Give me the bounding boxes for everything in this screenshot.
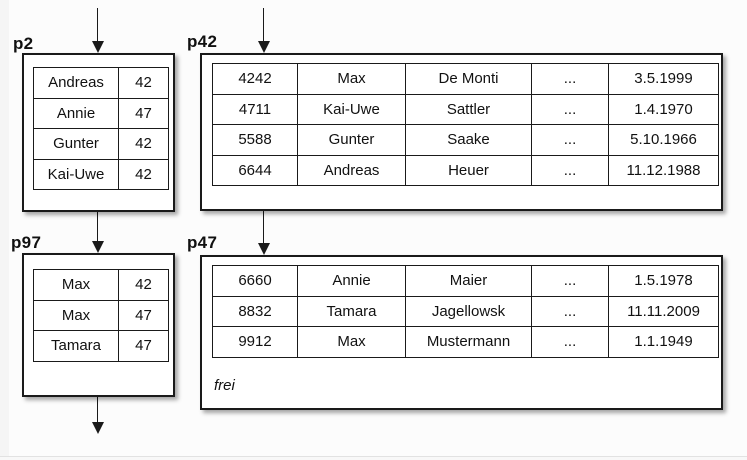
table-row: Tamara 47 — [33, 330, 169, 362]
page-box-p42: 4242 Max De Monti ... 3.5.1999 4711 Kai-… — [200, 53, 723, 211]
table-row: Max 42 — [33, 269, 169, 301]
free-space-label: frei — [214, 377, 235, 394]
table-cell: Tamara — [33, 330, 119, 362]
table-cell: Jagellowsk — [405, 295, 532, 327]
table-cell: Saake — [405, 124, 532, 156]
table-cell: Tamara — [297, 295, 406, 327]
table-row: 6644 Andreas Heuer ... 11.12.1988 — [212, 154, 719, 186]
table-cell: 1.4.1970 — [608, 93, 719, 125]
table-row: 9912 Max Mustermann ... 1.1.1949 — [212, 326, 719, 358]
entry-arrow-into-p2-icon — [91, 8, 104, 53]
data-table-p47: 6660 Annie Maier ... 1.5.1978 8832 Tamar… — [212, 265, 719, 358]
arrow-head-icon — [257, 41, 270, 53]
arrow-line — [96, 8, 99, 42]
table-cell: 5.10.1966 — [608, 124, 719, 156]
table-cell: 6644 — [212, 154, 298, 186]
table-row: 6660 Annie Maier ... 1.5.1978 — [212, 265, 719, 297]
table-row: Max 47 — [33, 299, 169, 331]
table-cell: Sattler — [405, 93, 532, 125]
page-box-p47: 6660 Annie Maier ... 1.5.1978 8832 Tamar… — [200, 255, 723, 410]
table-cell: ... — [531, 295, 609, 327]
table-cell: 42 — [118, 128, 169, 160]
table-cell: ... — [531, 154, 609, 186]
page-label-p97: p97 — [11, 233, 42, 252]
table-cell: 11.11.2009 — [608, 295, 719, 327]
table-cell: 47 — [118, 97, 169, 129]
table-cell: 4711 — [212, 93, 298, 125]
table-row: Gunter 42 — [33, 128, 169, 160]
table-cell: ... — [531, 93, 609, 125]
page-left-margin — [0, 0, 9, 460]
page-box-p97: Max 42 Max 47 Tamara 47 — [22, 253, 175, 397]
data-table-p42: 4242 Max De Monti ... 3.5.1999 4711 Kai-… — [212, 63, 719, 186]
arrow-line — [96, 397, 99, 423]
table-cell: Mustermann — [405, 326, 532, 358]
arrow-head-icon — [91, 422, 104, 434]
arrow-p42-to-p47-icon — [257, 210, 270, 255]
table-cell: Max — [33, 269, 119, 301]
table-cell: ... — [531, 124, 609, 156]
table-cell: Max — [297, 63, 406, 95]
arrow-p2-to-p97-icon — [91, 211, 104, 253]
arrow-head-icon — [91, 41, 104, 53]
table-cell: Kai-Uwe — [297, 93, 406, 125]
index-table-p2: Andreas 42 Annie 47 Gunter 42 Kai-Uwe 42 — [33, 67, 169, 190]
table-row: 8832 Tamara Jagellowsk ... 11.11.2009 — [212, 295, 719, 327]
table-cell: 1.1.1949 — [608, 326, 719, 358]
table-cell: 9912 — [212, 326, 298, 358]
table-cell: Andreas — [33, 67, 119, 99]
table-cell: 4242 — [212, 63, 298, 95]
page-label-p2: p2 — [13, 34, 34, 53]
table-row: 5588 Gunter Saake ... 5.10.1966 — [212, 124, 719, 156]
table-cell: ... — [531, 326, 609, 358]
table-cell: 6660 — [212, 265, 298, 297]
table-cell: Annie — [33, 97, 119, 129]
arrow-head-icon — [257, 243, 270, 255]
arrow-line — [262, 8, 265, 42]
table-cell: 11.12.1988 — [608, 154, 719, 186]
table-cell: Maier — [405, 265, 532, 297]
table-cell: ... — [531, 63, 609, 95]
index-table-p97: Max 42 Max 47 Tamara 47 — [33, 269, 169, 362]
table-cell: Max — [297, 326, 406, 358]
arrow-head-icon — [91, 241, 104, 253]
table-cell: Annie — [297, 265, 406, 297]
table-cell: 42 — [118, 158, 169, 190]
table-cell: Heuer — [405, 154, 532, 186]
arrow-line — [96, 211, 99, 242]
table-cell: Gunter — [297, 124, 406, 156]
table-row: 4711 Kai-Uwe Sattler ... 1.4.1970 — [212, 93, 719, 125]
table-row: Andreas 42 — [33, 67, 169, 99]
table-row: Kai-Uwe 42 — [33, 158, 169, 190]
exit-arrow-from-p97-icon — [91, 397, 104, 434]
table-cell: 42 — [118, 269, 169, 301]
table-cell: 42 — [118, 67, 169, 99]
table-cell: ... — [531, 265, 609, 297]
slide-bottom-edge — [0, 456, 747, 460]
table-cell: 8832 — [212, 295, 298, 327]
entry-arrow-into-p42-icon — [257, 8, 270, 53]
table-cell: Max — [33, 299, 119, 331]
page-label-p47: p47 — [187, 233, 218, 252]
table-cell: 47 — [118, 299, 169, 331]
table-row: 4242 Max De Monti ... 3.5.1999 — [212, 63, 719, 95]
page-label-p42: p42 — [187, 32, 218, 51]
page-box-p2: Andreas 42 Annie 47 Gunter 42 Kai-Uwe 42 — [22, 53, 175, 212]
arrow-line — [262, 210, 265, 244]
table-cell: Andreas — [297, 154, 406, 186]
table-cell: 5588 — [212, 124, 298, 156]
table-cell: Gunter — [33, 128, 119, 160]
table-cell: Kai-Uwe — [33, 158, 119, 190]
table-cell: 3.5.1999 — [608, 63, 719, 95]
table-cell: 47 — [118, 330, 169, 362]
table-row: Annie 47 — [33, 97, 169, 129]
table-cell: 1.5.1978 — [608, 265, 719, 297]
table-cell: De Monti — [405, 63, 532, 95]
